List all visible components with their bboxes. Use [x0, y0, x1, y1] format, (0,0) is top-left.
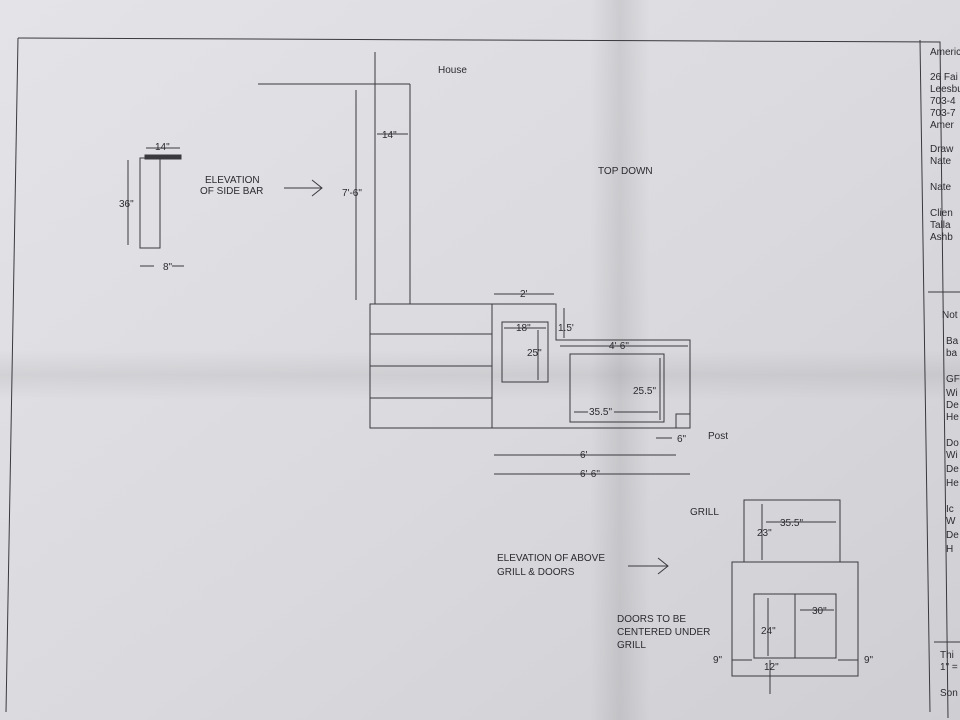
post-label: Post — [708, 431, 728, 442]
grill-run-text: 4'-6" — [609, 341, 629, 352]
drawing-border-left — [5, 37, 19, 713]
sink-cutout — [501, 321, 549, 383]
grill-el-h-text: 23" — [757, 528, 772, 539]
notes-line-9: He — [946, 478, 959, 489]
side-width-text: 14" — [155, 142, 170, 153]
top-down-label: TOP DOWN — [598, 166, 653, 177]
post-text: 6" — [677, 434, 687, 445]
grill-label: GRILL — [690, 507, 719, 518]
notes-line-1: ba — [946, 348, 958, 359]
title-block-line-4: 703-7 — [930, 108, 956, 119]
grill-cut-w-text: 35.5" — [589, 407, 612, 418]
right-gap-text: 9" — [864, 655, 874, 666]
counter-outline — [369, 303, 691, 429]
title-block-line-5: Amer — [930, 120, 955, 131]
notes-line-0: Ba — [946, 336, 959, 347]
counter-depth-text: 1.5' — [558, 323, 574, 334]
left-gap-text: 9" — [713, 655, 723, 666]
house-label: House — [438, 65, 467, 76]
counter-width-text: 2' — [520, 289, 528, 300]
title-block-line-9: Clien — [930, 208, 953, 219]
doors-label-1: DOORS TO BE — [617, 614, 686, 625]
notes-line-11: W — [946, 516, 956, 527]
notes-heading: Not — [942, 310, 958, 321]
elevation-arrow — [284, 179, 323, 197]
side-bar-top — [144, 154, 182, 160]
scale-line-0: Thi — [940, 650, 954, 661]
title-block-line-2: Leesbu — [930, 84, 960, 95]
drawing-border — [17, 37, 949, 719]
post — [675, 413, 691, 429]
grill-elevation-label-1: ELEVATION OF ABOVE — [497, 553, 605, 564]
notes-line-4: De — [946, 400, 959, 411]
notes-line-6: Do — [946, 438, 959, 449]
notes-line-3: Wi — [946, 388, 958, 399]
elevation-side-label-2: OF SIDE BAR — [200, 186, 263, 197]
title-block-line-7: Nate — [930, 156, 952, 167]
side-depth-text: 8" — [163, 262, 173, 273]
door-bottom-text: 12" — [764, 662, 779, 673]
title-block-line-8: Nate — [930, 182, 952, 193]
bar-width-text: 14" — [382, 130, 397, 141]
title-block-divider — [919, 39, 931, 713]
notes-line-12: De — [946, 530, 959, 541]
doors-label-3: GRILL — [617, 640, 646, 651]
door-h-text: 24" — [761, 626, 776, 637]
side-height-text: 36" — [119, 199, 134, 210]
notes-line-13: H — [946, 544, 953, 555]
doors-label-2: CENTERED UNDER — [617, 627, 710, 638]
title-block-line-10: Talla — [930, 220, 951, 231]
total-6-text: 6' — [580, 450, 588, 461]
door-w-text: 30" — [812, 606, 827, 617]
notes-line-8: De — [946, 464, 959, 475]
sink-h-text: 25" — [527, 348, 542, 359]
bar-length-text: 7'-6" — [342, 188, 362, 199]
scale-line-1: 1" = — [940, 662, 958, 673]
grill-elevation-label-2: GRILL & DOORS — [497, 567, 575, 578]
total-66-text: 6'-6" — [580, 469, 600, 480]
paper-fold-horizontal — [0, 350, 960, 400]
title-block-line-1: 26 Fai — [930, 72, 958, 83]
title-block-line-11: Ashb — [930, 232, 953, 243]
notes-line-2: GF — [946, 374, 960, 385]
elevation-side-label-1: ELEVATION — [205, 175, 260, 186]
title-block-line-0: Americ — [930, 47, 960, 58]
title-block-line-3: 703-4 — [930, 96, 956, 107]
notes-line-10: Ic — [946, 504, 954, 515]
footer-text: Son — [940, 688, 958, 699]
notes-line-7: Wi — [946, 450, 958, 461]
grill-cutout — [569, 353, 665, 423]
sink-w-text: 18" — [516, 323, 531, 334]
notes-line-5: He — [946, 412, 959, 423]
grill-elevation-arrow — [628, 557, 669, 575]
title-block-line-6: Draw — [930, 144, 954, 155]
grill-el-w-text: 35.5" — [780, 518, 803, 529]
grill-cut-h-text: 25.5" — [633, 386, 656, 397]
grill-elevation-base — [731, 561, 859, 677]
